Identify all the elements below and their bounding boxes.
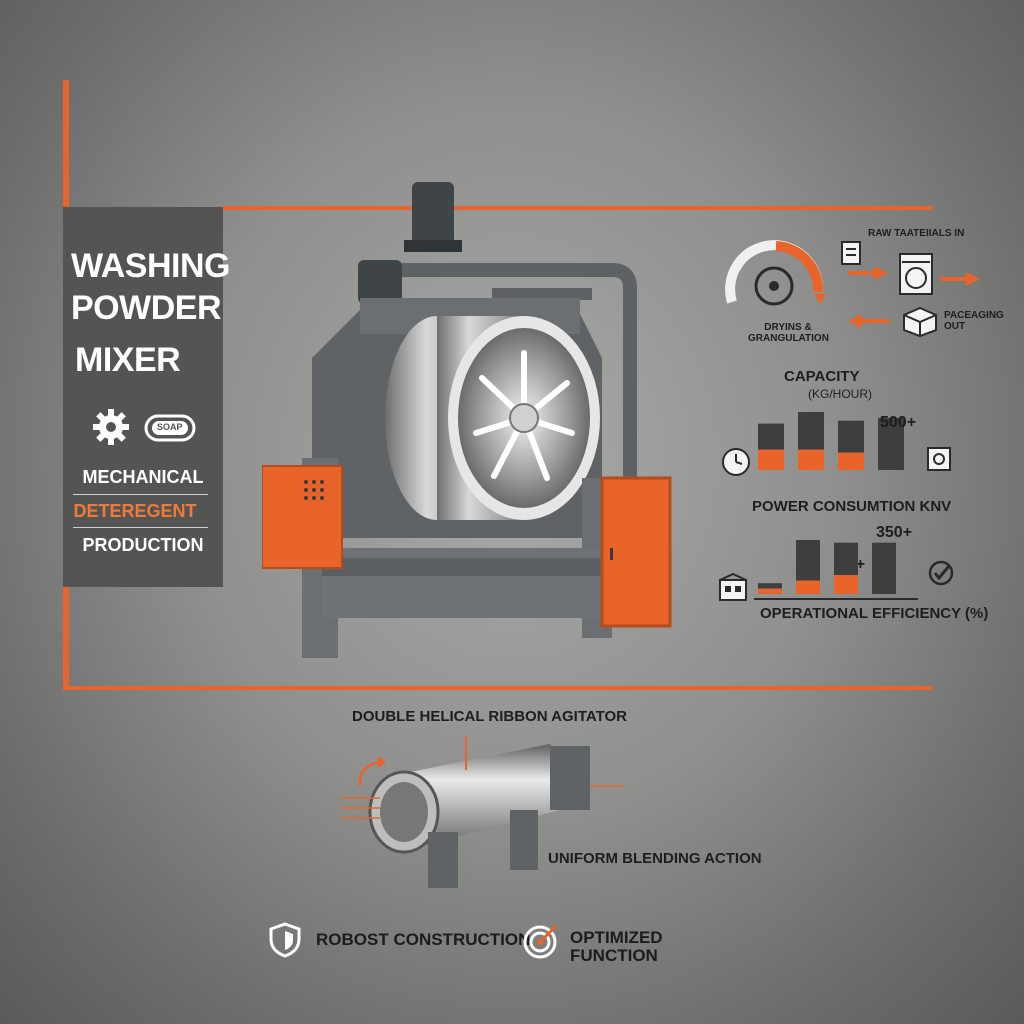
packaging-label: PACEAGING OUT: [944, 310, 1004, 332]
bar-dark-1: [796, 540, 820, 581]
target-icon: [522, 922, 560, 960]
arrow-left-icon: [846, 312, 890, 330]
capacity-title: CAPACITY: [784, 368, 860, 385]
divider-2: [73, 527, 208, 528]
bar-dark-2: [834, 542, 858, 576]
raw-materials-icon: [840, 240, 862, 266]
frame-line-bottom: [63, 686, 933, 690]
soap-icon-text: SOAP: [157, 422, 183, 432]
frame-line-left-top: [63, 80, 69, 208]
drying-label: DRYINS & GRANGULATION: [748, 322, 829, 344]
arrow-right-icon-1: [848, 264, 888, 282]
drying-gauge-icon: [718, 232, 828, 322]
gear-icon: [91, 407, 131, 447]
factory-icon: [718, 572, 748, 602]
robust-label: ROBOST CONSTRUCTION: [316, 930, 531, 949]
label-mechanical: MECHANICAL: [82, 467, 204, 487]
blending-label: UNIFORM BLENDING ACTION: [548, 850, 762, 867]
bar-dark-3: [878, 417, 904, 470]
power-value-label-1: 350+: [876, 524, 913, 541]
efficiency-divider: [754, 598, 918, 600]
title-line-3: MIXER: [75, 341, 181, 379]
bar-dark-2: [838, 420, 864, 453]
power-title: POWER CONSUMTION KNV: [752, 498, 952, 515]
bar-orange-0: [758, 588, 782, 594]
arrow-right-icon-2: [940, 270, 980, 288]
capacity-value-label: 500+: [880, 414, 917, 431]
check-circle-icon: [928, 560, 954, 586]
ribbon-agitator-illustration: [340, 736, 630, 896]
mixer-machine-illustration: [261, 178, 682, 658]
raw-materials-label: RAW TAATEIIALS IN: [868, 228, 965, 239]
title-panel: WASHING POWDER MIXER SOAP MECHANICAL: [63, 207, 230, 587]
bar-orange-2: [834, 575, 858, 594]
divider-1: [73, 494, 208, 495]
bar-dark-0: [758, 583, 782, 589]
title-line-1: WASHING: [71, 247, 230, 285]
power-bar-chart: [758, 540, 896, 594]
efficiency-title: OPERATIONAL EFFICIENCY (%): [760, 605, 989, 622]
label-production: PRODUCTION: [82, 535, 204, 555]
optimized-label-line-2: FUNCTION: [570, 946, 658, 965]
package-box-icon: [902, 306, 938, 338]
bar-dark-3: [872, 542, 896, 594]
label-detergent: DETEREGENT: [73, 501, 197, 521]
bar-orange-0: [758, 449, 784, 470]
shield-icon: [268, 922, 302, 958]
bar-dark-1: [798, 412, 824, 450]
agitator-label: DOUBLE HELICAL RIBBON AGITATOR: [352, 708, 627, 725]
frame-line-top: [223, 206, 933, 210]
clock-icon: [720, 446, 752, 478]
soap-icon: SOAP: [143, 411, 197, 445]
bar-orange-1: [798, 449, 824, 470]
capacity-bar-chart: [758, 412, 904, 470]
bar-orange-2: [838, 452, 864, 470]
capacity-unit: (KG/HOUR): [808, 387, 872, 401]
title-line-2: POWDER: [71, 289, 222, 327]
optimized-label-line-1: OPTIMIZED: [570, 928, 663, 947]
bar-orange-1: [796, 580, 820, 594]
washing-machine-icon: [898, 252, 934, 296]
scale-icon: [926, 446, 952, 472]
bar-dark-0: [758, 423, 784, 450]
